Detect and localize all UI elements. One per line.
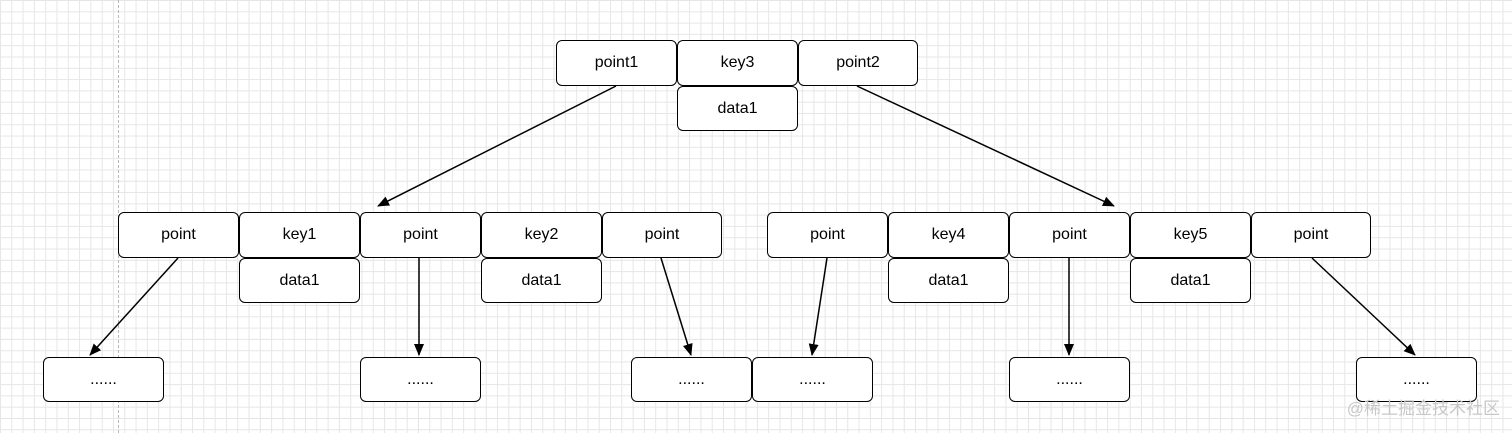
leaf-node-5: ...... xyxy=(1009,357,1130,402)
left-node-key-1: key1 xyxy=(239,212,360,258)
leaf-node-1: ...... xyxy=(43,357,164,402)
left-node-pointer-3: point xyxy=(602,212,722,258)
root-right-pointer: point2 xyxy=(798,40,918,86)
arrow-right-point-3-to-leaf xyxy=(1311,257,1416,356)
leaf-node-2: ...... xyxy=(360,357,481,402)
left-node-pointer-1: point xyxy=(118,212,239,258)
arrow-root-to-left-node xyxy=(377,85,617,207)
right-node-key-1: key4 xyxy=(888,212,1009,258)
right-node-data-1: data1 xyxy=(888,258,1009,303)
right-node-pointer-2: point xyxy=(1009,212,1130,258)
leaf-node-6: ...... xyxy=(1356,357,1477,402)
watermark: @稀土掘金技术社区 xyxy=(1346,399,1500,418)
right-node-pointer-3: point xyxy=(1251,212,1371,258)
root-left-pointer: point1 xyxy=(556,40,677,86)
arrow-left-point-3-to-leaf xyxy=(660,257,693,356)
right-node-key-2: key5 xyxy=(1130,212,1251,258)
arrow-right-point-1-to-leaf xyxy=(808,257,828,356)
left-node-key-2: key2 xyxy=(481,212,602,258)
right-node-data-2: data1 xyxy=(1130,258,1251,303)
leaf-node-4: ...... xyxy=(752,357,873,402)
right-node-pointer-1: point xyxy=(767,212,888,258)
arrow-left-point-1-to-leaf xyxy=(89,257,179,356)
arrow-root-to-right-node xyxy=(856,85,1115,207)
root-data: data1 xyxy=(677,86,798,131)
leaf-node-3: ...... xyxy=(631,357,752,402)
root-key: key3 xyxy=(677,40,798,86)
left-node-data-2: data1 xyxy=(481,258,602,303)
left-node-pointer-2: point xyxy=(360,212,481,258)
left-node-data-1: data1 xyxy=(239,258,360,303)
